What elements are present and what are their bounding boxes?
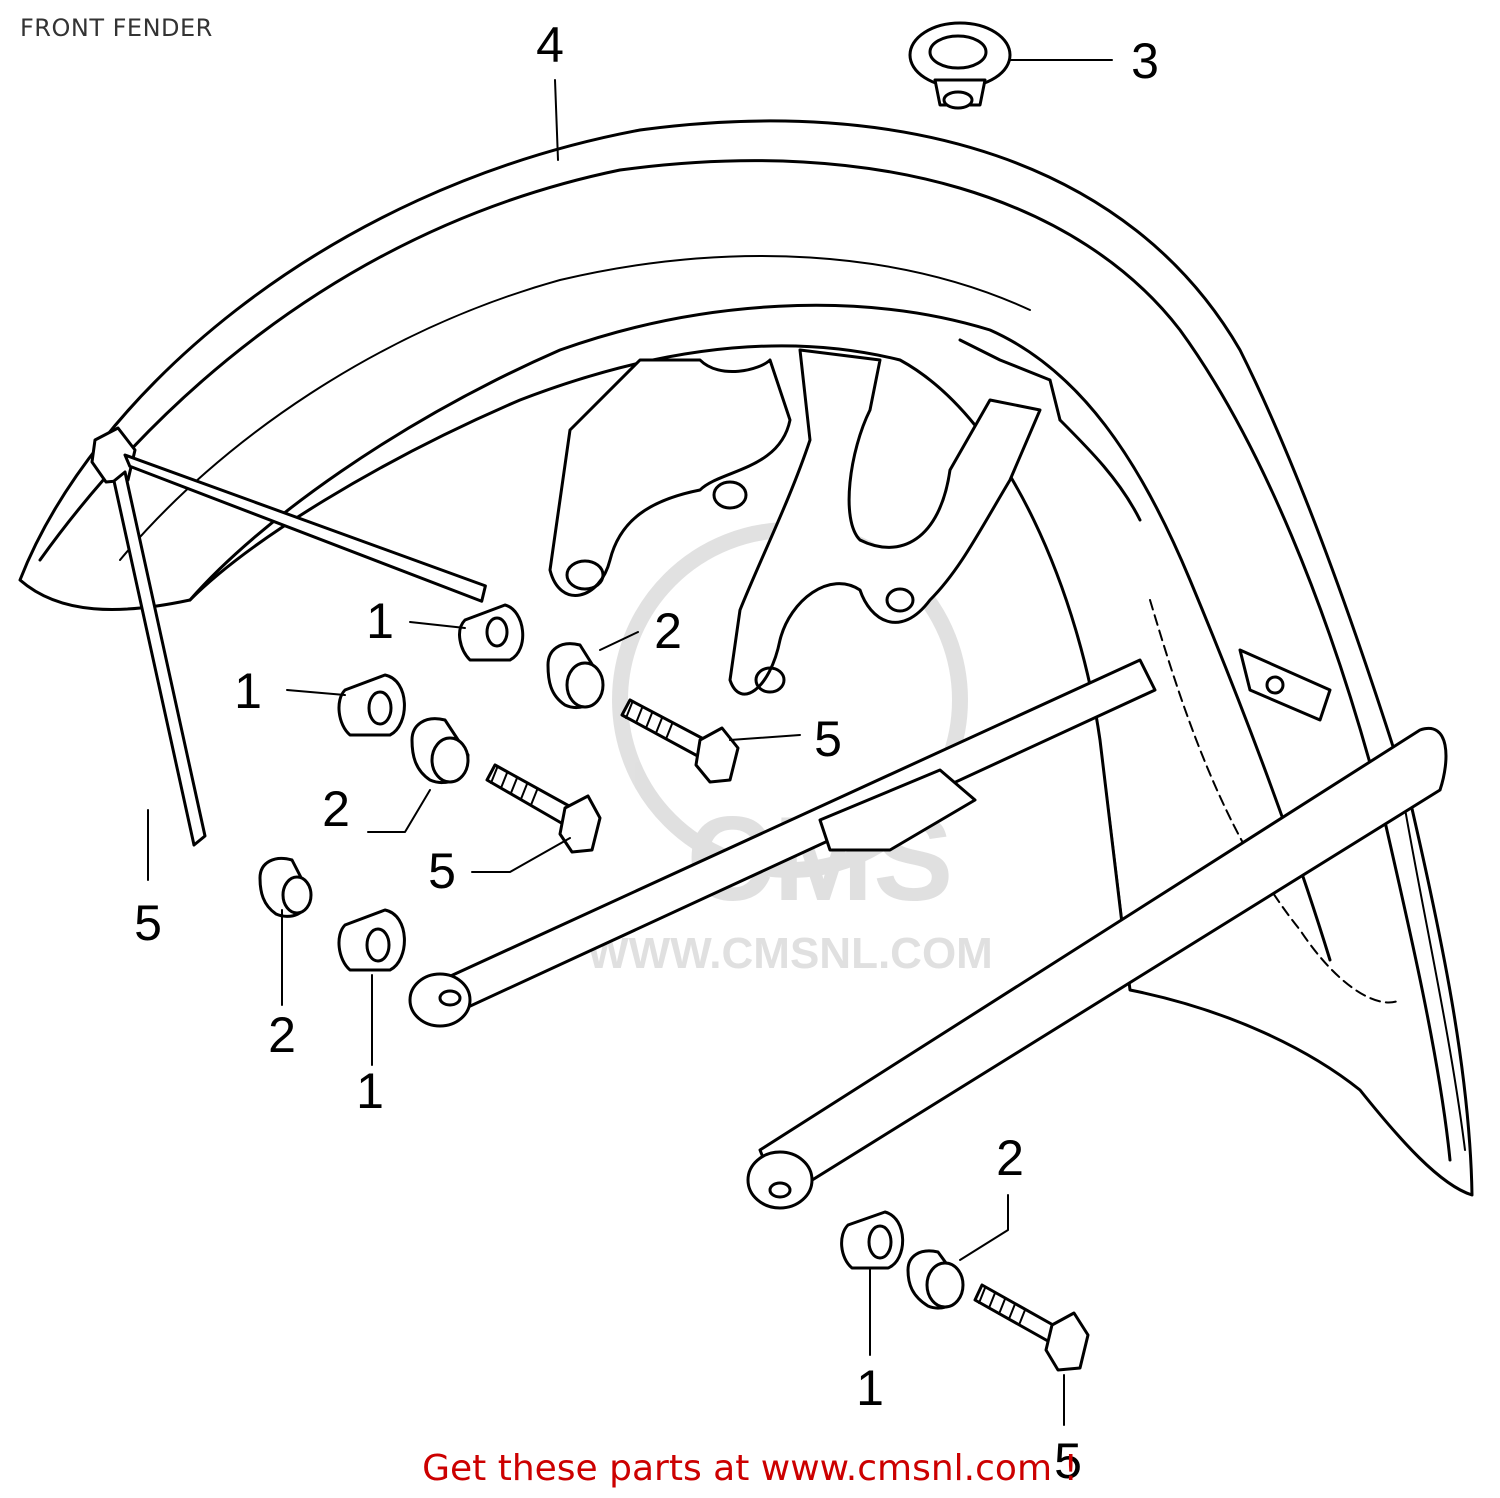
callout-1: 1 (356, 1063, 384, 1119)
cushion-1d (840, 1210, 905, 1270)
collar-2b (410, 717, 470, 785)
callout-labels: 4 3 1 2 1 5 2 5 5 2 1 2 1 5 (134, 17, 1159, 1489)
footer-promo-link[interactable]: Get these parts at www.cmsnl.com ! (422, 1448, 1078, 1489)
bolt-5c-main (112, 470, 207, 847)
bolt-5d (973, 1283, 1090, 1372)
callout-2: 2 (322, 781, 350, 837)
cushion-1a (458, 603, 525, 662)
bolt-5b (485, 763, 602, 854)
callout-5: 5 (1054, 1433, 1082, 1489)
leader-lines (147, 59, 1113, 1426)
callout-5: 5 (428, 843, 456, 899)
bolt-parts-5 (90, 426, 1090, 1372)
callout-2: 2 (268, 1007, 296, 1063)
callout-3: 3 (1131, 33, 1159, 89)
callout-1: 1 (366, 593, 394, 649)
callout-4: 4 (536, 17, 564, 73)
callout-1: 1 (234, 663, 262, 719)
collar-parts-2 (258, 642, 965, 1310)
callout-5: 5 (134, 895, 162, 951)
cushion-1c (337, 908, 406, 972)
diagram-title: FRONT FENDER (20, 14, 213, 42)
callout-5: 5 (814, 711, 842, 767)
callout-1: 1 (856, 1360, 884, 1416)
fender-mounting-brackets (548, 338, 1142, 696)
callout-2: 2 (654, 603, 682, 659)
cushion-rubber-parts-1 (337, 603, 905, 1270)
cushion-1b (337, 673, 406, 737)
fender-stays (408, 648, 1448, 1210)
bolt-5a (620, 698, 740, 784)
collar-2d (906, 1249, 965, 1310)
watermark-url-text: WWW.CMSNL.COM (587, 929, 993, 978)
callout-2: 2 (996, 1130, 1024, 1186)
collar-2c (258, 856, 313, 918)
collar-2a (546, 642, 605, 710)
grommet-part-3 (908, 21, 1012, 110)
